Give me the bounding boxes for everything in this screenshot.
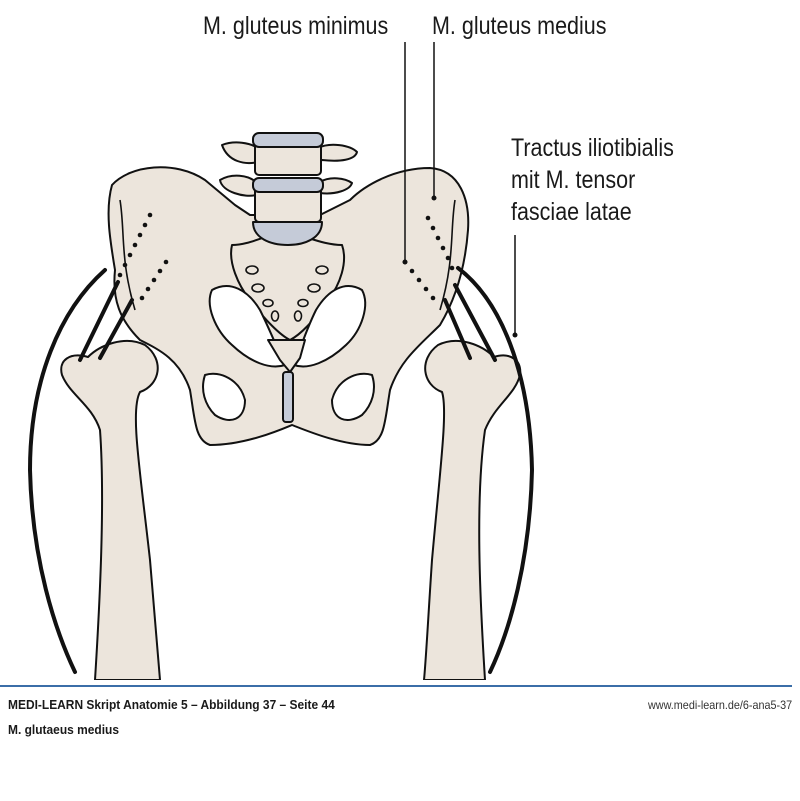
left-femur [60,340,161,680]
pubic-symphysis [282,371,294,423]
label-tractus-line2: mit M. tensor [511,166,636,194]
pelvis-illustration [27,42,535,680]
intervertebral-disc [252,177,324,193]
footer-caption: M. glutaeus medius [8,722,119,737]
tractus-iliotibialis-right [456,266,535,674]
label-tractus-line3: fasciae latae [511,198,632,226]
footer-divider [0,685,792,687]
tractus-iliotibialis-left [27,268,107,674]
gluteus-minimus-left [98,298,134,360]
dotted-origin-right-medius [425,215,455,271]
intervertebral-disc [252,221,323,246]
dotted-origin-left-minimus [139,259,169,301]
label-gluteus-minimus: M. gluteus minimus [203,12,389,40]
footer-source: MEDI-LEARN Skript Anatomie 5 – Abbildung… [8,697,335,712]
label-tractus-line1: Tractus iliotibialis [511,134,674,162]
gluteus-medius-right [453,283,497,362]
intervertebral-disc [252,132,324,148]
gluteus-minimus-right [443,298,472,360]
gluteus-medius-left [78,280,120,362]
footer-url[interactable]: www.medi-learn.de/6-ana5-37 [647,698,792,712]
label-gluteus-medius: M. gluteus medius [432,12,607,40]
dotted-origin-left-medius [117,212,153,278]
